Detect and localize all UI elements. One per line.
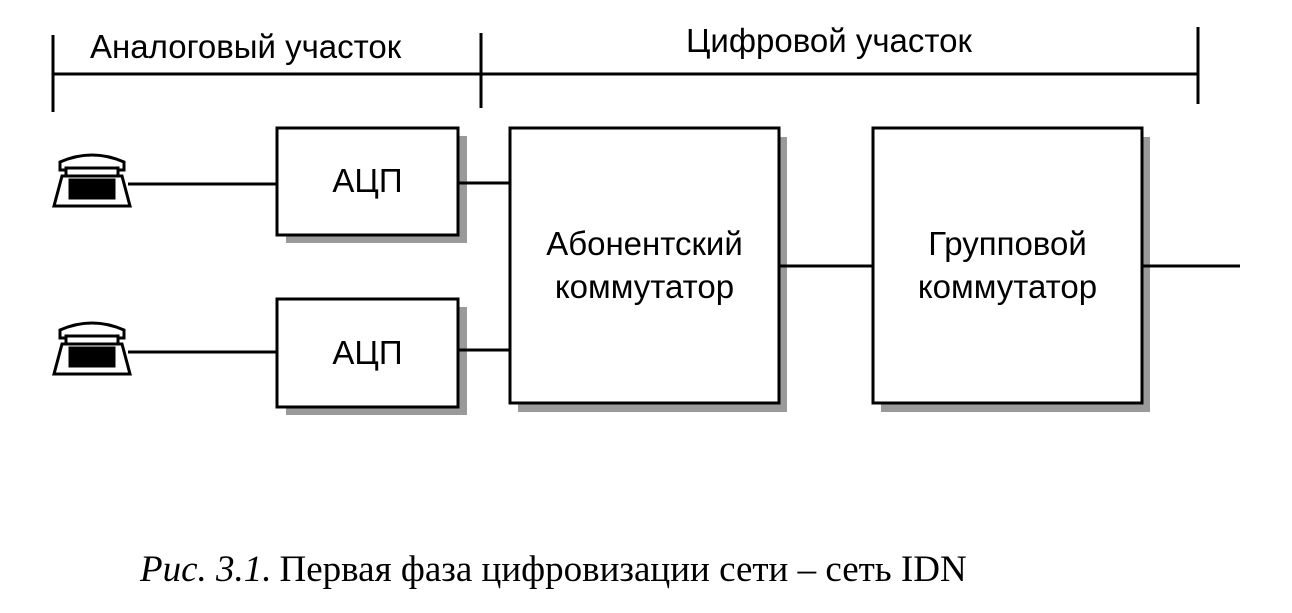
subscriber-switch-label-line1: Абонентский: [546, 224, 743, 262]
adc-block-bottom: АЦП: [277, 299, 458, 407]
telephone-icon: [52, 153, 132, 208]
section-brackets: [51, 27, 1200, 112]
group-switch-label-line2: коммутатор: [917, 267, 1098, 305]
block-frames: [275, 126, 1144, 409]
adc-bottom-label: АЦП: [332, 333, 403, 371]
group-switch-frame: [871, 126, 1144, 405]
analog-section-label: Аналоговый участок: [90, 28, 402, 65]
group-switch-label-line1: Групповой: [928, 224, 1087, 262]
telephone-icon: [52, 321, 132, 376]
subscriber-switch-label-line2: коммутатор: [554, 267, 735, 305]
adc-top-frame: [275, 126, 460, 237]
subscriber-switch-block: Абонентский коммутатор: [510, 128, 779, 403]
subscriber-switch-frame: [508, 126, 781, 405]
group-switch-block: Групповой коммутатор: [873, 128, 1142, 403]
adc-block-top: АЦП: [277, 128, 458, 235]
figure-caption: Рис. 3.1.Первая фаза цифровизации сети –…: [140, 548, 967, 591]
adc-bottom-frame: [275, 297, 460, 409]
adc-top-label: АЦП: [332, 162, 403, 200]
figure-caption-text: Первая фаза цифровизации сети – сеть IDN: [279, 549, 967, 590]
connection-lines: [128, 181, 1240, 354]
digital-section-label: Цифровой участок: [686, 22, 972, 59]
figure-reference: Рис. 3.1.: [140, 549, 272, 590]
